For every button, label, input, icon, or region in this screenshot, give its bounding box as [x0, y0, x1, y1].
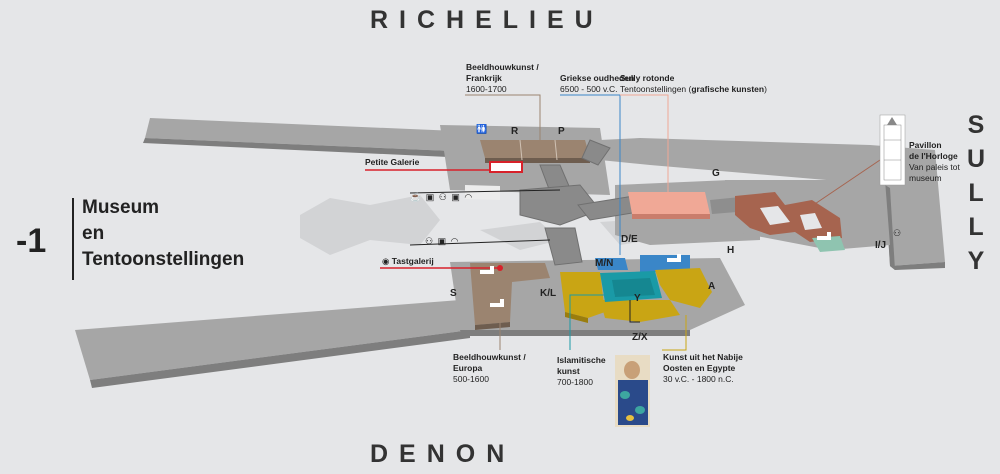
label-dates: 6500 - 500 v.C.	[560, 84, 618, 94]
level-title-line-2: en	[82, 223, 105, 244]
label-dates: 30 v.C. - 1800 n.C.	[663, 374, 734, 384]
access-ij[interactable]: I/J	[875, 240, 887, 251]
amenity-row-north: 🚻	[476, 124, 488, 135]
amenity-row-east: ⚇	[893, 228, 902, 239]
wing-east-letter: S	[967, 111, 985, 139]
audio-guide-icon: ◠	[450, 236, 460, 246]
label-title-line-1: Beeldhouwkunst /	[466, 62, 539, 72]
toilet-icon: 🚻	[476, 124, 489, 134]
label-title-line-2: Frankrijk	[466, 73, 502, 83]
cafe-icon: ☕	[410, 192, 423, 202]
room-pavillon-horloge[interactable]	[735, 192, 845, 252]
stair-icons	[480, 232, 831, 307]
access-kl[interactable]: K/L	[540, 288, 557, 299]
richelieu-wing-floor	[143, 118, 945, 270]
islamic-art-thumbnail	[615, 355, 650, 427]
access-y[interactable]: Y	[634, 293, 641, 304]
wing-east-letter: U	[966, 145, 986, 173]
label-beeldhouwkunst-frankrijk[interactable]: Beeldhouwkunst / Frankrijk 1600-1700	[466, 62, 539, 95]
toilet-icon: ⚇	[893, 228, 903, 238]
label-line-2: Oosten en Egypte	[663, 363, 736, 373]
label-griekse-oudheden[interactable]: Griekse oudheden 6500 - 500 v.C.	[560, 73, 634, 95]
room-beeldhouwkunst-frankrijk[interactable]	[480, 139, 590, 163]
wing-east-letter: L	[968, 179, 984, 207]
wing-east-letter: Y	[967, 247, 985, 275]
label-sub-suffix: )	[764, 84, 767, 94]
tastgalerij-marker[interactable]	[380, 265, 503, 271]
gift-shop-icon: ▣	[451, 192, 461, 202]
access-g[interactable]: G	[712, 168, 720, 179]
cloakroom-icon: ▣	[425, 192, 436, 202]
level-number: -1	[16, 222, 47, 260]
label-sully-rotonde[interactable]: Sully rotonde Tentoonstellingen (grafisc…	[620, 73, 767, 95]
room-petite-galerie[interactable]	[489, 161, 523, 173]
access-de[interactable]: D/E	[621, 234, 638, 245]
label-line-1: Beeldhouwkunst /	[453, 352, 526, 362]
access-mn[interactable]: M/N	[595, 258, 614, 269]
eye-icon: ◉	[382, 256, 390, 266]
gift-shop-icon: ▣	[437, 236, 448, 246]
label-line-2: Europa	[453, 363, 483, 373]
label-petite-galerie[interactable]: Petite Galerie	[365, 157, 419, 168]
level-title-line-1: Museum	[82, 197, 160, 218]
pavillon-thumbnail	[879, 114, 906, 186]
access-r[interactable]: R	[511, 126, 519, 137]
label-beeldhouwkunst-europa[interactable]: Beeldhouwkunst / Europa 500-1600	[453, 352, 526, 385]
label-dates: 1600-1700	[466, 84, 507, 94]
toilet-icon: ⚇	[438, 192, 448, 202]
label-line-1: Kunst uit het Nabije	[663, 352, 743, 362]
label-title: Sully rotonde	[620, 73, 675, 83]
label-dates: 500-1600	[453, 374, 489, 384]
label-sub-bold: grafische kunsten	[691, 84, 765, 94]
escalator-network	[519, 139, 651, 266]
level-title-line-3: Tentoonstellingen	[82, 249, 245, 270]
access-h[interactable]: H	[727, 245, 735, 256]
label-line-1: Pavillon	[909, 140, 942, 150]
room-sully-rotonde[interactable]	[628, 192, 710, 219]
label-leader-lines	[465, 94, 881, 351]
label-line-3: Van paleis tot	[909, 162, 960, 172]
audio-guide-icon: ◠	[464, 192, 474, 202]
label-line-2: de l'Horloge	[909, 151, 958, 161]
level-title: Museum en Tentoonstellingen	[82, 195, 244, 273]
toilet-icon: ⚇	[425, 236, 435, 246]
amenity-row-south: ⚇ ▣ ◠	[425, 236, 459, 247]
level-divider	[72, 198, 74, 280]
label-title: Petite Galerie	[365, 157, 420, 167]
wing-east-letter: L	[968, 213, 984, 241]
label-tastgalerij[interactable]: ◉ Tastgalerij	[382, 256, 434, 267]
label-nabije-oosten[interactable]: Kunst uit het Nabije Oosten en Egypte 30…	[663, 352, 743, 385]
room-islamitische-kunst[interactable]	[600, 271, 662, 302]
label-line-2: kunst	[557, 366, 580, 376]
label-line-1: Islamitische	[557, 355, 606, 365]
label-pavillon-horloge[interactable]: Pavillon de l'Horloge Van paleis tot mus…	[909, 140, 960, 184]
wing-south-label: DENON	[370, 440, 516, 468]
label-dates: 700-1800	[557, 377, 593, 387]
label-line-4: museum	[909, 173, 942, 183]
amenity-strip-rows	[409, 189, 561, 246]
wing-north-label: RICHELIEU	[370, 6, 604, 34]
label-title: Tastgalerij	[391, 256, 434, 266]
label-sub-prefix: Tentoonstellingen (	[620, 84, 692, 94]
room-beeldhouwkunst-europa[interactable]	[470, 263, 550, 330]
amenity-row-central: ☕ ▣ ⚇ ▣ ◠	[410, 192, 473, 203]
label-title: Griekse oudheden	[560, 73, 635, 83]
access-s[interactable]: S	[450, 288, 457, 299]
access-a[interactable]: A	[708, 281, 716, 292]
access-p[interactable]: P	[558, 126, 565, 137]
access-zx[interactable]: Z/X	[632, 332, 648, 343]
label-islamitische-kunst[interactable]: Islamitische kunst 700-1800	[557, 355, 606, 388]
